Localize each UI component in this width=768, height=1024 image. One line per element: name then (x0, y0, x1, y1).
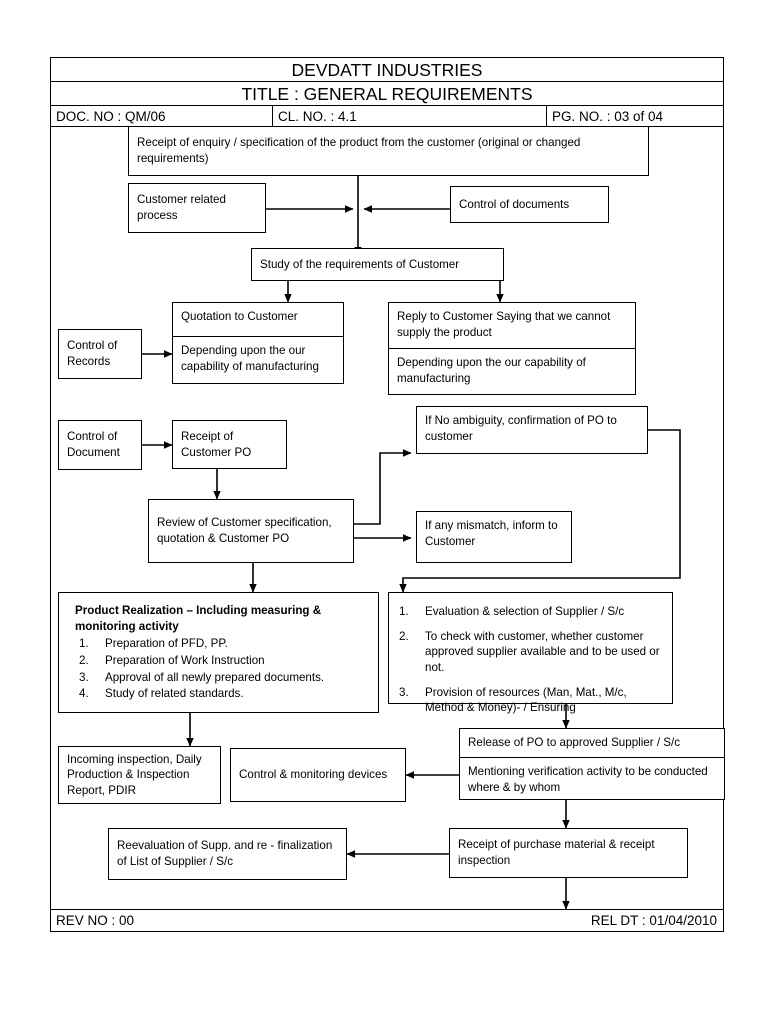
node-text: If any mismatch, inform to Customer (425, 519, 558, 548)
node-receipt-customer-po: Receipt of Customer PO (172, 420, 287, 469)
list-item-text: To check with customer, whether customer… (425, 629, 660, 674)
node-any-mismatch: If any mismatch, inform to Customer (416, 511, 572, 563)
list-item-text: Evaluation & selection of Supplier / S/c (425, 605, 625, 618)
node-receipt-of-enquiry: Receipt of enquiry / specification of th… (128, 126, 649, 176)
node-text: If No ambiguity, confirmation of PO to c… (425, 414, 617, 443)
document-title: TITLE : GENERAL REQUIREMENTS (51, 82, 723, 106)
node-text-quotation-depending: Depending upon the our capability of man… (173, 336, 343, 380)
node-review-customer-spec: Review of Customer specification, quotat… (148, 499, 354, 563)
list-item-text: Preparation of Work Instruction (105, 653, 265, 667)
product-realization-item: 4. Study of related standards. (75, 686, 370, 702)
node-receipt-purchase-material: Receipt of purchase material & receipt i… (449, 828, 688, 878)
page-number: PG. NO. : 03 of 04 (552, 108, 664, 124)
node-control-of-document: Control of Document (58, 420, 142, 470)
node-text: Control of Document (67, 430, 120, 459)
list-number: 3. (79, 670, 89, 684)
node-text-reply-depending: Depending upon the our capability of man… (389, 348, 635, 392)
product-realization-item: 3. Approval of all newly prepared documen… (75, 670, 370, 686)
node-text: Reevaluation of Supp. and re - finalizat… (117, 839, 333, 868)
list-item-text: Preparation of PFD, PP. (105, 637, 228, 651)
header-meta-row: DOC. NO : QM/06 CL. NO. : 4.1 PG. NO. : … (51, 106, 723, 127)
doc-number: DOC. NO : QM/06 (51, 106, 273, 126)
list-number: 2. (79, 653, 89, 667)
node-control-of-documents: Control of documents (450, 186, 609, 223)
node-control-monitoring-devices: Control & monitoring devices (230, 748, 406, 802)
node-text: Study of the requirements of Customer (260, 257, 460, 271)
flowchart: Receipt of enquiry / specification of th… (50, 126, 725, 911)
node-reply-cannot-supply: Reply to Customer Saying that we cannot … (388, 302, 636, 395)
list-item-text: Study of related standards. (105, 687, 244, 701)
list-number: 1. (399, 605, 409, 618)
supplier-evaluation-item: 3. Provision of resources (Man, Mat., M/c… (395, 685, 664, 716)
company-name: DEVDATT INDUSTRIES (51, 58, 723, 82)
node-text: Receipt of purchase material & receipt i… (458, 838, 655, 867)
release-date: REL DT : 01/04/2010 (590, 913, 717, 928)
node-text-mentioning-verification: Mentioning verification activity to be c… (460, 757, 724, 801)
list-number: 1. (79, 637, 89, 651)
list-number: 4. (79, 687, 89, 701)
node-customer-related-process: Customer related process (128, 183, 266, 233)
supplier-evaluation-list: 1. Evaluation & selection of Supplier / S… (395, 604, 664, 716)
supplier-evaluation-item: 2. To check with customer, whether custom… (395, 629, 664, 676)
node-text: Receipt of enquiry / specification of th… (137, 136, 581, 165)
list-item-text: Provision of resources (Man, Mat., M/c, … (425, 685, 627, 715)
supplier-evaluation-item: 1. Evaluation & selection of Supplier / S… (395, 604, 664, 620)
node-quotation-to-customer: Quotation to Customer Depending upon the… (172, 302, 344, 384)
product-realization-title: Product Realization – Including measurin… (75, 604, 322, 633)
product-realization-list: 1. Preparation of PFD, PP. 2. Preparation o… (75, 636, 370, 702)
node-text: Receipt of Customer PO (181, 429, 252, 459)
node-text: Review of Customer specification, quotat… (157, 516, 332, 545)
node-product-realization: Product Realization – Including measurin… (58, 592, 379, 713)
list-item-text: Approval of all newly prepared documents… (105, 670, 325, 684)
node-control-of-records: Control of Records (58, 329, 142, 379)
node-text: Control & monitoring devices (239, 768, 388, 782)
node-text-reply: Reply to Customer Saying that we cannot … (397, 310, 611, 339)
product-realization-item: 1. Preparation of PFD, PP. (75, 636, 370, 652)
node-supplier-evaluation: 1. Evaluation & selection of Supplier / S… (388, 592, 673, 714)
node-text: Control of documents (459, 197, 570, 211)
node-text: Incoming inspection, Daily Production & … (67, 752, 202, 797)
node-text-quotation: Quotation to Customer (181, 310, 298, 323)
node-study-of-requirements: Study of the requirements of Customer (251, 248, 504, 281)
node-text: Control of Records (67, 339, 118, 368)
node-text-release: Release of PO to approved Supplier / S/c (468, 736, 681, 749)
node-reevaluation-of-supplier: Reevaluation of Supp. and re - finalizat… (108, 828, 347, 880)
node-no-ambiguity: If No ambiguity, confirmation of PO to c… (416, 406, 648, 454)
node-text: Customer related process (137, 193, 226, 222)
footer-row: REV NO : 00 REL DT : 01/04/2010 (51, 909, 723, 931)
product-realization-item: 2. Preparation of Work Instruction (75, 653, 370, 669)
revision-number: REV NO : 00 (56, 913, 135, 928)
clause-number: CL. NO. : 4.1 (273, 106, 547, 126)
list-number: 3. (399, 685, 409, 699)
list-number: 2. (399, 629, 409, 643)
node-incoming-inspection: Incoming inspection, Daily Production & … (58, 746, 221, 804)
node-release-of-po: Release of PO to approved Supplier / S/c… (459, 728, 725, 800)
